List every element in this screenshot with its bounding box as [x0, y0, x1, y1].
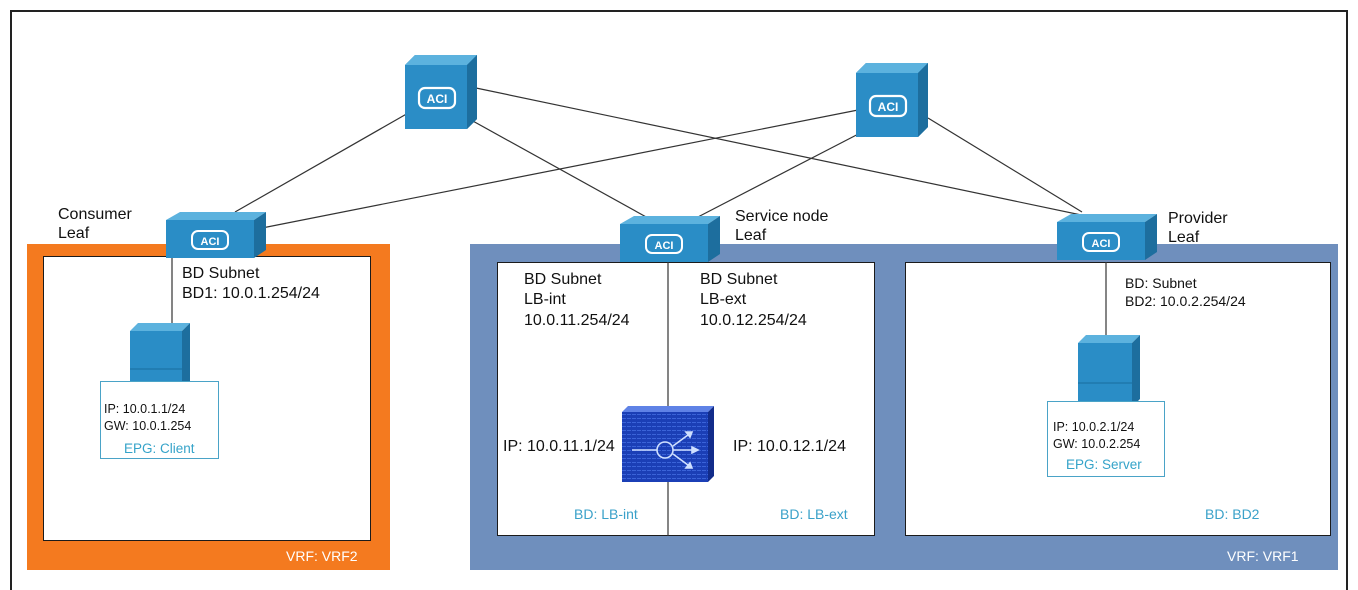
aci-leaf-icon: ACI [620, 216, 720, 262]
link-spine2-consumer [261, 109, 859, 229]
spine-switch-1: ACI [405, 55, 477, 134]
aci-leaf-icon: ACI [1057, 214, 1157, 260]
provider-leaf-title-2: Leaf [1168, 229, 1200, 246]
link-spine1-service [461, 114, 649, 219]
spine2-aci-text: ACI [878, 100, 899, 114]
client-gw: GW: 10.0.1.254 [104, 419, 192, 433]
load-balancer-icon [622, 406, 714, 482]
vrf2-label: VRF: VRF2 [286, 548, 358, 564]
diagram-frame [10, 10, 1348, 590]
service-leaf-title-1: Service node [735, 208, 829, 225]
lb-ext-subnet-2: LB-ext [700, 291, 747, 308]
provider-leaf-title-1: Provider [1168, 210, 1228, 227]
server-epg: EPG: Server [1066, 457, 1142, 472]
consumer-leaf-title-2: Leaf [58, 225, 90, 242]
lb-ip-int: IP: 10.0.11.1/24 [503, 438, 615, 455]
bd1-subnet-title: BD Subnet [182, 265, 260, 282]
bd1-subnet-value: BD1: 10.0.1.254/24 [182, 285, 320, 302]
aci-switch-icon: ACI [405, 55, 477, 129]
server-endpoint-box [1047, 401, 1165, 477]
bd-lb-int-label: BD: LB-int [574, 506, 638, 522]
service-leaf-aci-text: ACI [655, 240, 674, 252]
server-device [1078, 335, 1140, 412]
bd2-label: BD: BD2 [1205, 506, 1260, 522]
consumer-leaf-title-1: Consumer [58, 206, 132, 223]
aci-leaf-icon: ACI [166, 212, 266, 258]
lb-bd-box [497, 262, 875, 536]
client-epg: EPG: Client [124, 441, 195, 456]
spine-switch-2: ACI [856, 63, 928, 142]
client-ip: IP: 10.0.1.1/24 [104, 402, 186, 416]
lb-ext-subnet-1: BD Subnet [700, 271, 778, 288]
link-spine2-service [695, 127, 871, 219]
lb-ip-ext: IP: 10.0.12.1/24 [733, 438, 846, 455]
aci-switch-icon: ACI [856, 63, 928, 137]
bd-lb-ext-label: BD: LB-ext [780, 506, 848, 522]
link-spine2-provider [927, 117, 1083, 213]
server-ip: IP: 10.0.2.1/24 [1053, 420, 1135, 434]
link-spine1-provider [475, 87, 1087, 217]
provider-leaf-aci-text: ACI [1092, 238, 1111, 250]
link-spine1-consumer [234, 111, 411, 213]
lb-int-subnet-3: 10.0.11.254/24 [524, 312, 630, 329]
client-endpoint-box [100, 381, 219, 459]
spine1-aci-text: ACI [427, 92, 448, 106]
server-gw: GW: 10.0.2.254 [1053, 437, 1141, 451]
lb-int-subnet-1: BD Subnet [524, 271, 602, 288]
lb-ext-subnet-3: 10.0.12.254/24 [700, 312, 807, 329]
vrf1-label: VRF: VRF1 [1227, 548, 1299, 564]
service-leaf-switch: ACI [620, 216, 720, 267]
consumer-leaf-switch: ACI [166, 212, 266, 263]
consumer-leaf-aci-text: ACI [201, 236, 220, 248]
bd2-subnet-2: BD2: 10.0.2.254/24 [1125, 293, 1246, 309]
load-balancer-device [622, 406, 714, 487]
service-leaf-title-2: Leaf [735, 227, 767, 244]
server-icon [1078, 335, 1140, 407]
lb-int-subnet-2: LB-int [524, 291, 566, 308]
provider-leaf-switch: ACI [1057, 214, 1157, 265]
bd2-subnet-1: BD: Subnet [1125, 275, 1197, 291]
